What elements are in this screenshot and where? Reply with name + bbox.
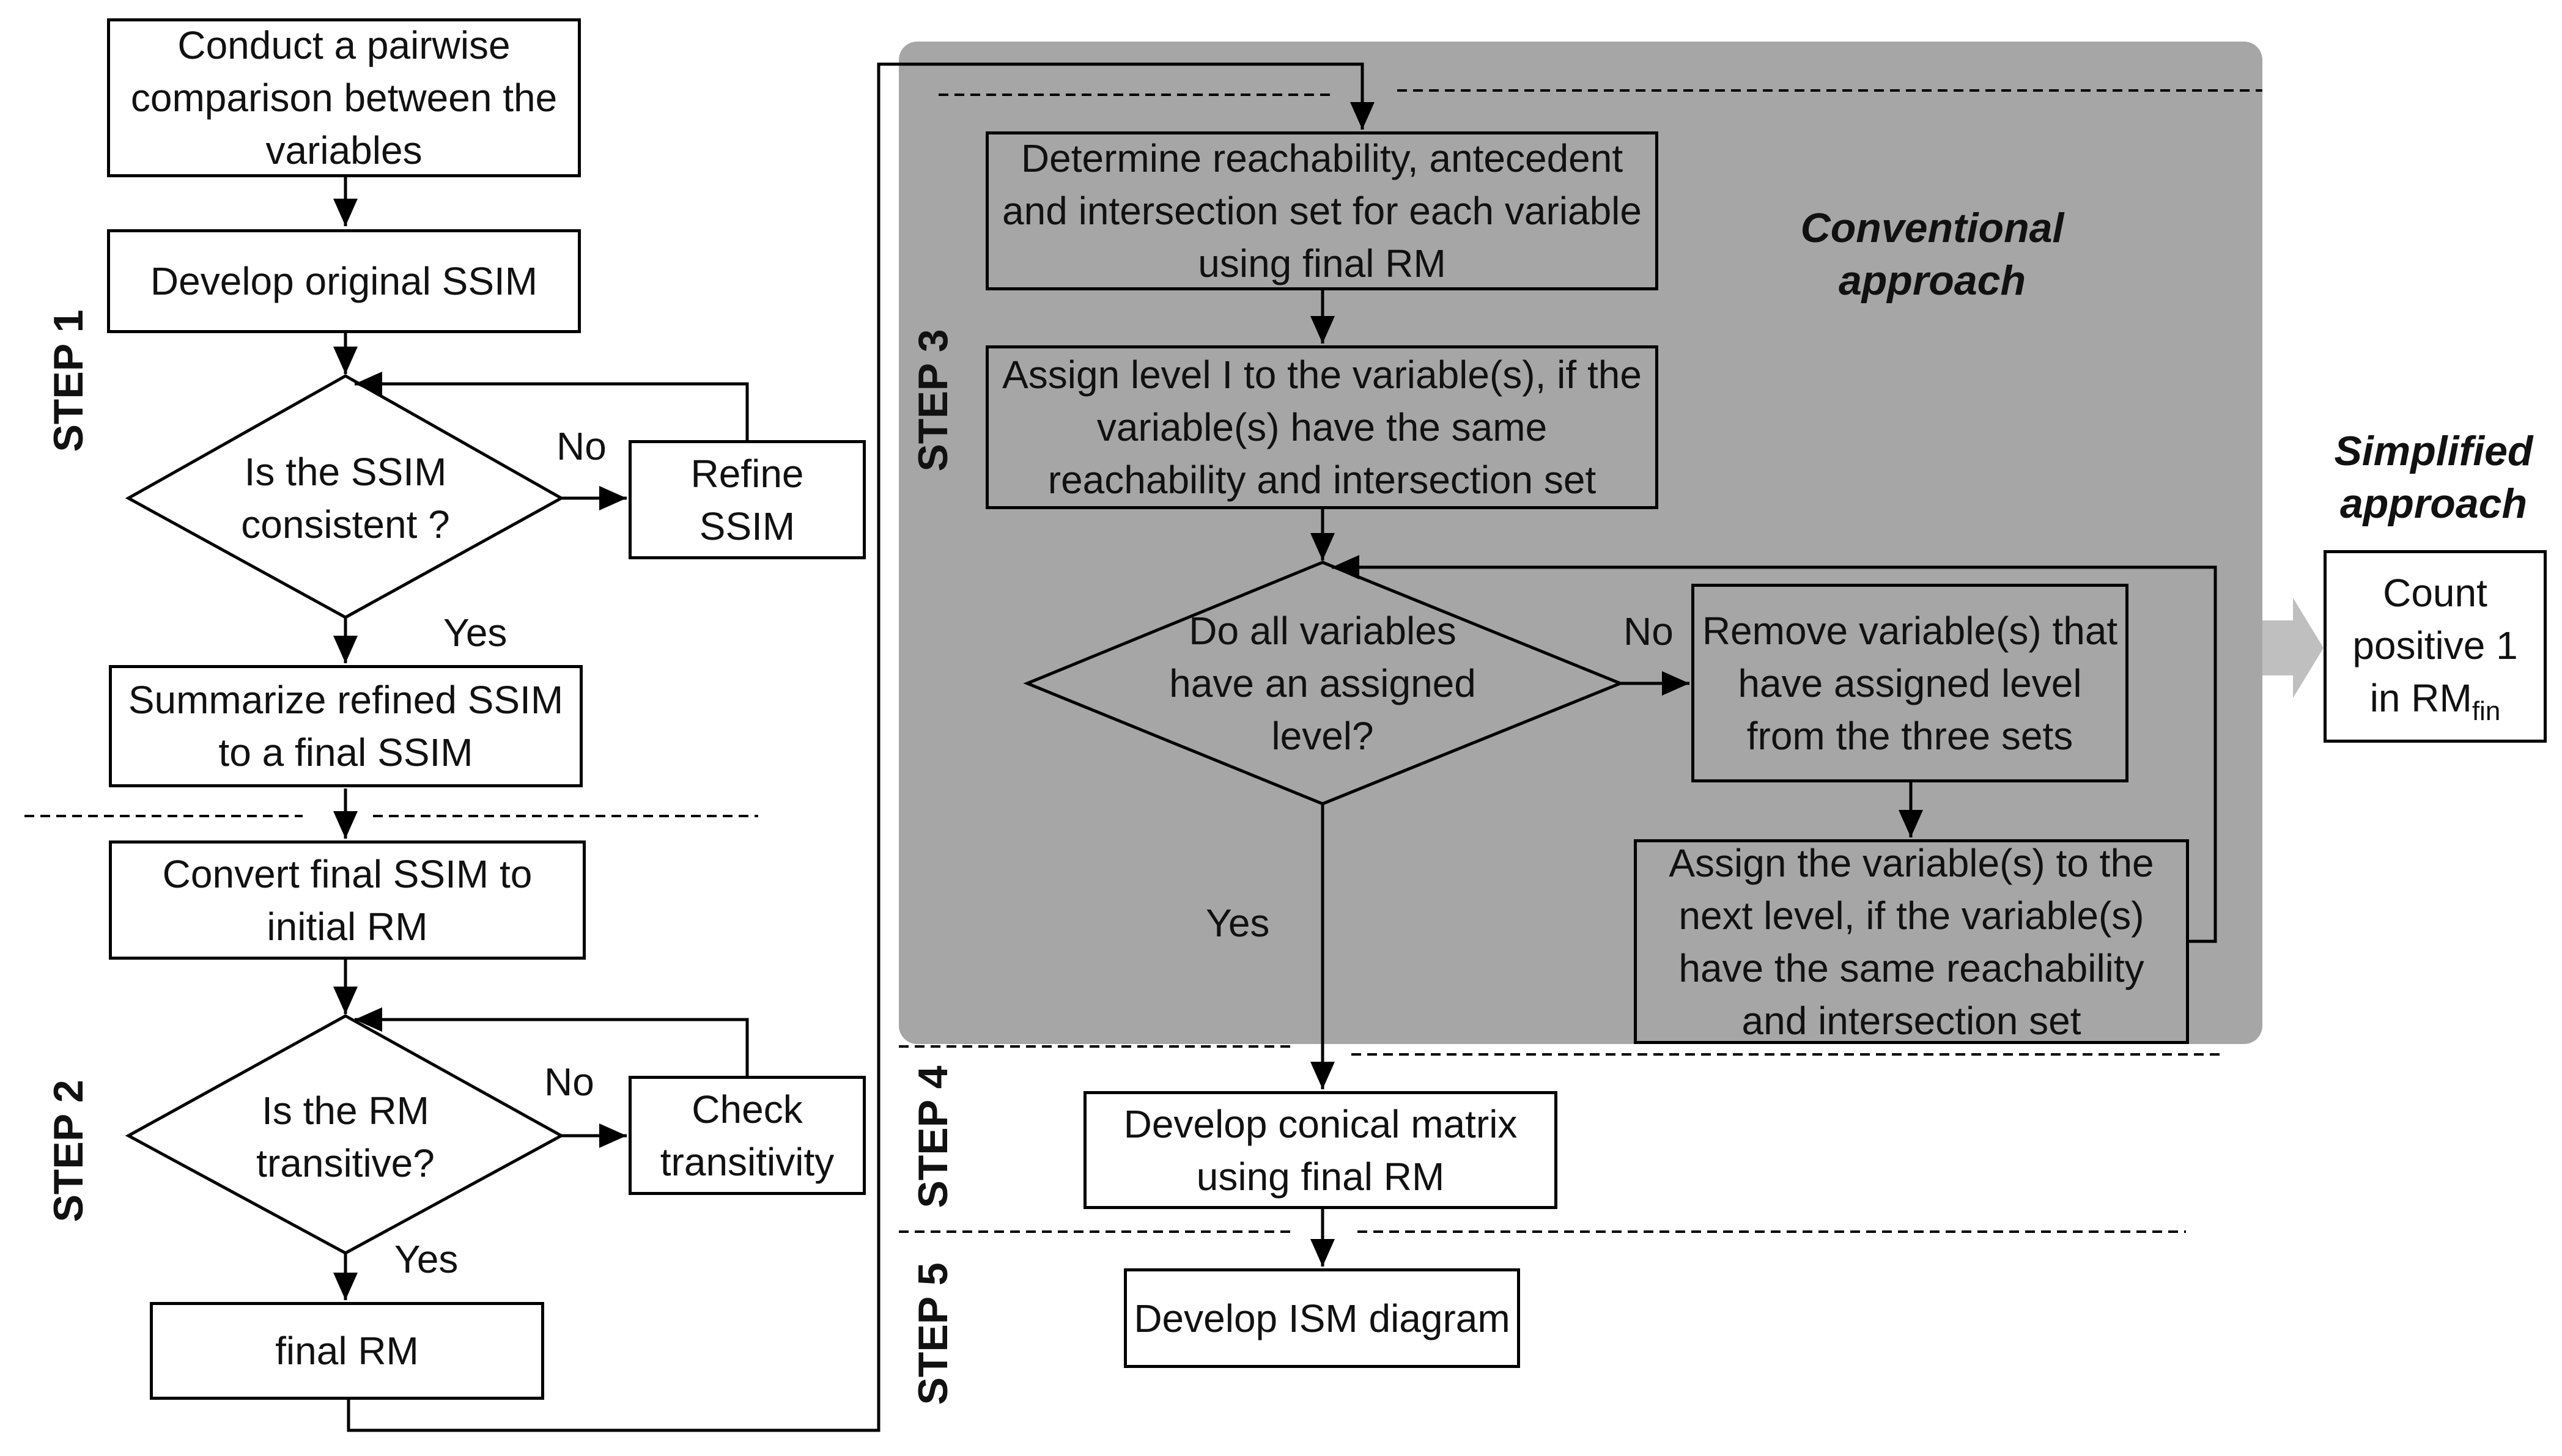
count-positive-box: Count positive 1 in RMfin <box>2324 550 2547 743</box>
step-3-label: STEP 3 <box>910 329 956 472</box>
summarize-ssim-box: Summarize refined SSIM to a final SSIM <box>109 665 583 787</box>
ssim-yes-label: Yes <box>443 611 508 655</box>
level-yes-label: Yes <box>1206 901 1270 945</box>
assigned-level-text: Do all variables have an assigned level? <box>1169 608 1476 758</box>
simplified-arrow <box>2262 598 2324 698</box>
determine-sets-box: Determine reachability, antecedent and i… <box>986 131 1658 290</box>
conventional-approach-label: Conventional approach <box>1800 205 2064 304</box>
count-positive-subscript: fin <box>2472 696 2501 726</box>
assign-level-one-box: Assign level I to the variable(s), if th… <box>986 345 1658 509</box>
check-transitivity-box: Check transitivity <box>629 1076 866 1195</box>
final-rm-box: final RM <box>150 1302 544 1400</box>
rm-transitive-text: Is the RM transitive? <box>256 1089 435 1185</box>
count-positive-text: Count positive 1 in RM <box>2352 571 2518 720</box>
step-5-label: STEP 5 <box>910 1262 956 1405</box>
step-2-label: STEP 2 <box>45 1079 92 1223</box>
pairwise-comparison-box: Conduct a pairwise comparison between th… <box>107 18 581 177</box>
refine-ssim-box: Refine SSIM <box>629 440 866 559</box>
assign-next-level-box: Assign the variable(s) to the next level… <box>1634 839 2189 1044</box>
rm-yes-label: Yes <box>394 1237 459 1281</box>
develop-original-ssim-box: Develop original SSIM <box>107 229 581 333</box>
simplified-approach-label: Simplified approach <box>2334 428 2533 527</box>
conventional-region <box>899 42 2262 1044</box>
ism-diagram-box: Develop ISM diagram <box>1124 1268 1520 1368</box>
conical-matrix-box: Develop conical matrix using final RM <box>1083 1091 1557 1209</box>
ssim-consistent-text: Is the SSIM consistent ? <box>241 450 450 546</box>
rm-no-label: No <box>544 1060 594 1104</box>
step-separators <box>24 89 2262 1233</box>
step-1-label: STEP 1 <box>45 309 92 452</box>
convert-ssim-box: Convert final SSIM to initial RM <box>109 840 586 960</box>
ssim-no-label: No <box>556 424 607 468</box>
remove-variables-box: Remove variable(s) that have assigned le… <box>1691 584 2128 782</box>
level-no-label: No <box>1623 609 1674 653</box>
